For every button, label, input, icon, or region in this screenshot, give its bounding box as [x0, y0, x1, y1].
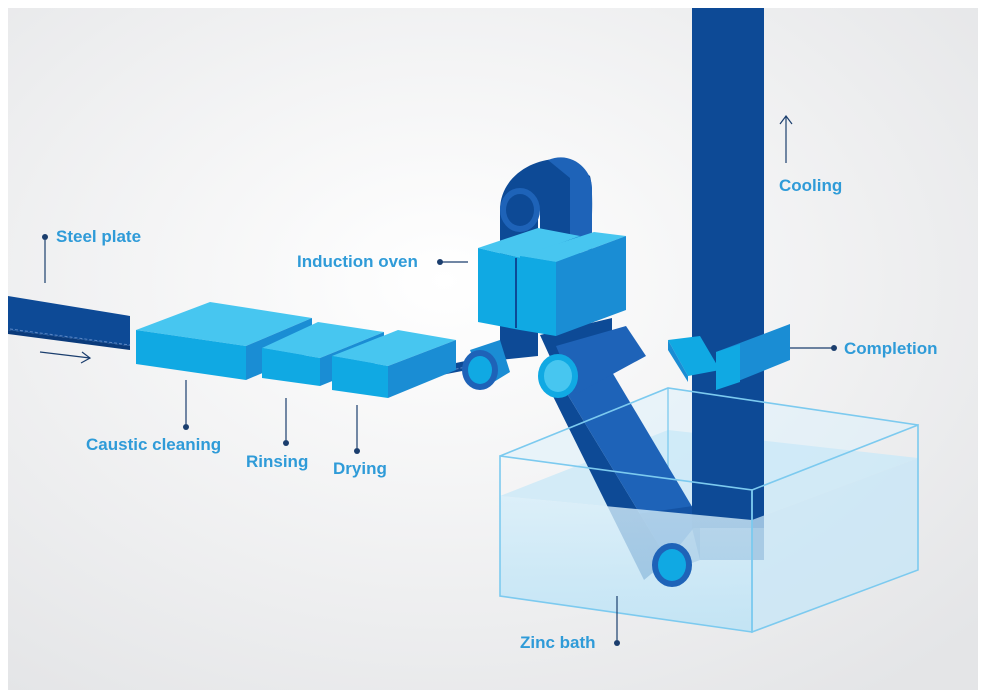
zinc-bath-water [500, 458, 918, 632]
arrow-right-icon [39, 351, 92, 364]
exit-roller [538, 326, 646, 398]
direction-arrows [39, 115, 793, 364]
text-labels: Steel plate Caustic cleaning Rinsing Dry… [56, 176, 938, 652]
label-completion: Completion [844, 339, 938, 358]
label-caustic-cleaning: Caustic cleaning [86, 435, 221, 454]
arrow-up-icon [779, 115, 793, 163]
entry-roller [462, 340, 510, 390]
label-rinsing: Rinsing [246, 452, 308, 471]
cooling-tower-strip [692, 8, 764, 560]
leader-lines [42, 234, 837, 646]
zinc-bath-outline [499, 387, 919, 634]
induction-oven [478, 228, 626, 336]
completion-air-knife [668, 324, 790, 390]
label-drying: Drying [333, 459, 387, 478]
label-induction-oven: Induction oven [297, 252, 418, 271]
upper-roller [500, 188, 540, 232]
sink-roller [652, 543, 692, 587]
label-cooling: Cooling [779, 176, 842, 195]
label-steel-plate: Steel plate [56, 227, 141, 246]
drying-tank [332, 330, 456, 398]
label-zinc-bath: Zinc bath [520, 633, 596, 652]
